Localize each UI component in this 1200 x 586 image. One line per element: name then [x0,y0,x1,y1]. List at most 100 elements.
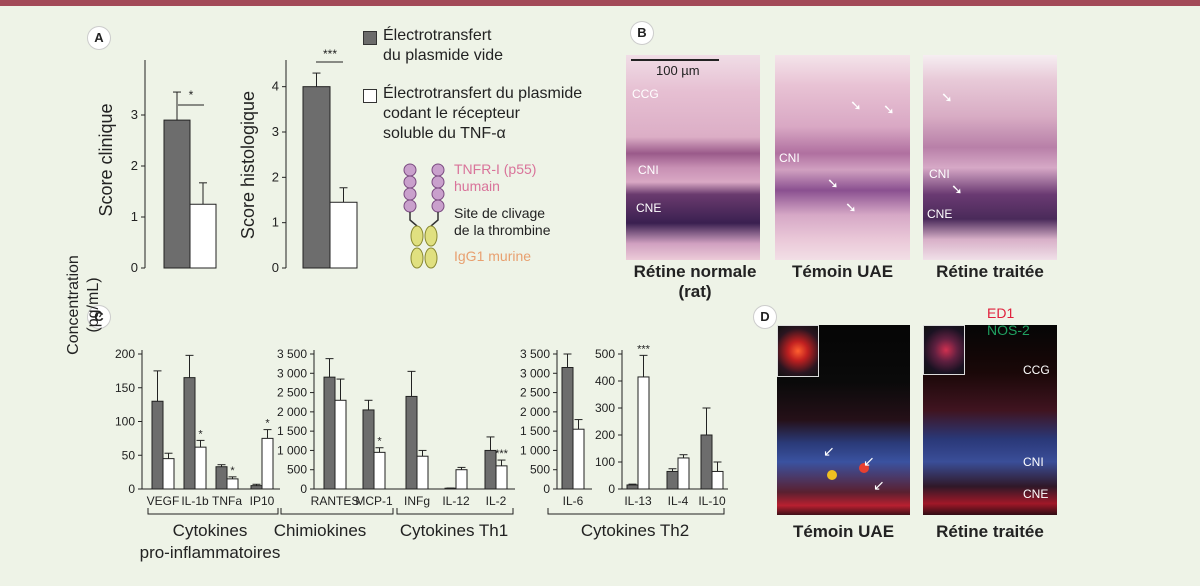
bar-receptor-plasmid [416,455,429,490]
stained-cell [859,463,869,473]
bar-receptor-plasmid [677,457,690,490]
panel-a-badge: A [88,27,110,49]
y-tick-label: 1 [272,215,279,230]
y-tick-label: 1 000 [277,443,307,457]
layer-ccg-label: CCG [632,87,659,101]
histology-treated-retina: CNI CNE ➘ ➘ [923,55,1057,260]
significance-marker: *** [323,47,337,61]
y-tick-label: 1 [131,209,138,224]
stain-ed1-label: ED1 [987,305,1015,321]
significance-marker: * [230,465,235,477]
group-bracket [396,508,514,515]
scale-bar-label: 100 µm [656,63,700,78]
y-tick-label: 3 [272,124,279,139]
y-tick-label: 3 500 [520,347,550,361]
y-tick-label: 1 000 [520,443,550,457]
y-axis-title: Score clinique [96,103,116,216]
x-category-label: INFg [404,494,430,508]
legend-receptor-line3: soluble du TNF-α [383,125,506,142]
panel-c-ylabel-line1: Concentration [65,255,82,355]
layer-cni-label: CNI [779,151,800,165]
histology-normal-retina: 100 µm CCG CNI CNE [626,55,760,260]
bar-empty-plasmid [405,395,418,490]
scale-bar [631,59,719,61]
y-tick-label: 2 [131,158,138,173]
bar-empty-plasmid [302,86,331,269]
y-axis-title: Score histologique [238,91,258,239]
bar-empty-plasmid [215,466,228,490]
arrow-icon: ↙ [873,477,885,493]
panel-b-badge: B [631,22,653,44]
stained-cell [827,470,837,480]
bar-receptor-plasmid [455,469,468,490]
bar-empty-plasmid [151,400,164,490]
histology-uae-control: CNI ➘ ➘ ➘ ➘ [775,55,910,260]
panel-c-ylabel-line2: (pg/mL) [85,277,102,333]
significance-marker: * [265,418,270,430]
y-tick-label: 0 [608,482,615,496]
tnfr-igg-molecule-diagram [403,163,445,269]
caption-normal-retina: Rétine normale [633,262,757,281]
arrow-icon: ➘ [883,101,895,117]
y-tick-label: 1 500 [520,424,550,438]
y-tick-label: 500 [530,463,550,477]
y-tick-label: 500 [287,463,307,477]
y-tick-label: 2 000 [277,405,307,419]
arrow-icon: ➘ [951,181,963,197]
bar-empty-plasmid [626,484,639,490]
x-category-label: IL-1b [181,494,209,508]
bar-receptor-plasmid [373,451,386,490]
y-tick-label: 2 500 [277,386,307,400]
legend-empty-line1: Électrotransfert [383,27,492,44]
x-category-label: IP10 [250,494,275,508]
bar-receptor-plasmid [334,399,347,490]
x-category-label: IL-2 [486,494,507,508]
top-accent-bar [0,0,1200,6]
legend-swatch-gray [363,31,377,45]
group-bracket [280,508,394,515]
significance-marker: * [198,428,203,440]
group-proinflammatory-line2: pro-inflammatoires [139,543,281,562]
fluorescence-treated-retina: CCG CNI CNE [923,325,1057,515]
caption-uae-control: Témoin UAE [791,262,894,281]
layer-cni-label: CNI [929,167,950,181]
panel-d-badge: D [754,306,776,328]
bar-empty-plasmid [484,449,497,490]
x-category-label: MCP-1 [355,494,393,508]
tnfr-label-line1: TNFR-I (p55) [454,161,537,177]
group-th1: Cytokines Th1 [399,521,509,540]
bar-empty-plasmid [666,470,679,490]
bar-empty-plasmid [183,377,196,490]
y-tick-label: 400 [595,374,615,388]
layer-cni-label: CNI [638,163,659,177]
arrow-icon: ➘ [941,89,953,105]
x-category-label: IL-4 [668,494,689,508]
y-tick-label: 150 [115,381,135,395]
bar-empty-plasmid [700,434,713,490]
cleavage-label-line2: de la thrombine [454,222,551,238]
significance-marker: * [189,88,194,102]
bar-receptor-plasmid [261,437,274,490]
layer-cne-label: CNE [636,201,662,215]
stain-nos2-label: NOS-2 [987,322,1030,338]
y-tick-label: 2 000 [520,405,550,419]
significance-marker: * [377,436,382,448]
bar-receptor-plasmid [189,203,217,269]
group-bracket [147,508,279,515]
layer-cni-label: CNI [1023,455,1044,469]
caption-treated-retina: Rétine traitée [936,262,1044,281]
y-tick-label: 0 [128,482,135,496]
y-tick-label: 3 500 [277,347,307,361]
x-category-label: IL-6 [563,494,584,508]
y-tick-label: 2 [272,169,279,184]
arrow-icon: ➘ [845,199,857,215]
group-th2: Cytokines Th2 [580,521,690,540]
y-tick-label: 200 [115,347,135,361]
cleavage-label-line1: Site de clivage [454,205,546,221]
y-tick-label: 4 [272,79,279,94]
bar-receptor-plasmid [572,428,585,490]
bar-receptor-plasmid [711,470,724,490]
x-category-label: RANTES [311,494,360,508]
bar-empty-plasmid [323,376,336,490]
y-tick-label: 3 000 [277,366,307,380]
